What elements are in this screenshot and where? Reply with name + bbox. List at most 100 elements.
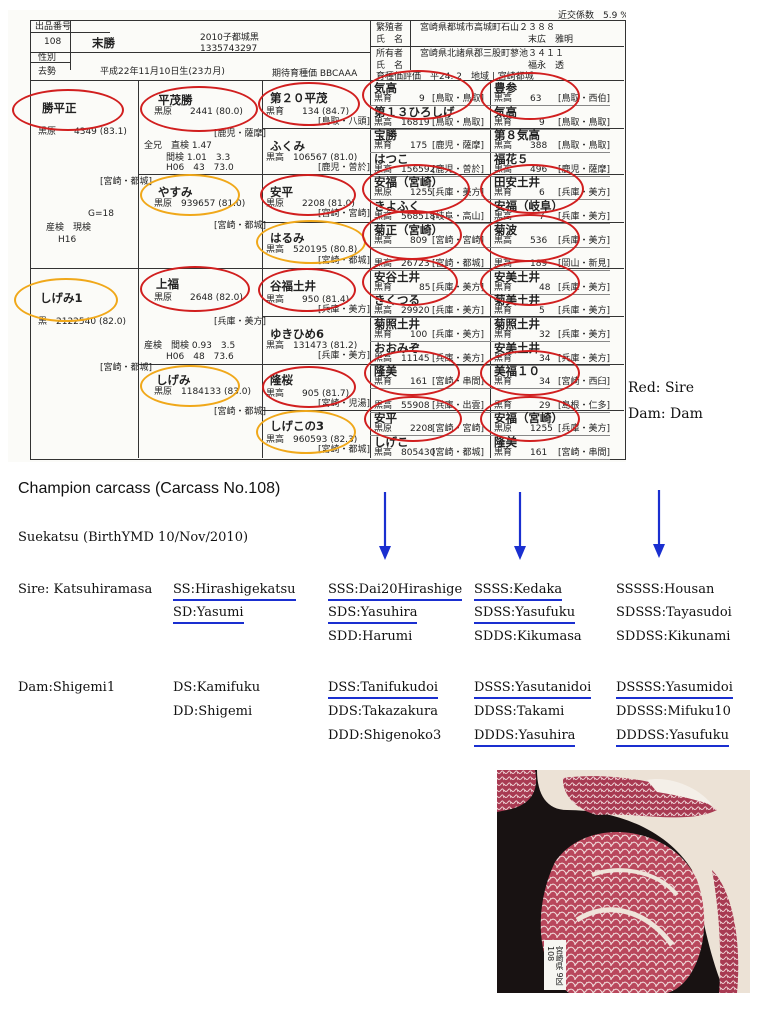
certificate-frame: [30, 20, 626, 460]
g4-ancestor-registration: 黒高 809: [374, 235, 428, 246]
g4-ancestor-name: 安平: [374, 411, 397, 426]
dds2-location: [宮崎・児湯]: [318, 399, 371, 409]
g5-ancestor-registration: 黒育 161: [494, 448, 548, 458]
animal-info: Suekatsu (BirthYMD 10/Nov/2010): [18, 530, 249, 545]
animal-name-jp: 末勝: [92, 36, 115, 50]
g4-ancestor-location: [兵庫・美方]: [432, 330, 485, 340]
g5-ancestor-location: [宮崎・西臼]: [558, 377, 611, 388]
g5-ancestor-location: [兵庫・美方]: [558, 330, 611, 340]
sire-label: Sire: Katsuhiramasa: [18, 582, 153, 597]
divider: [410, 20, 411, 70]
pedigree-ssss: SSSS:Kedaka: [474, 582, 563, 601]
g5-ancestor-registration: 黒育 32: [494, 330, 551, 340]
entry-no: 108: [44, 37, 62, 47]
g5-ancestor-registration: 黒育 9: [494, 117, 545, 128]
g5-ancestor-location: [兵庫・美方]: [558, 212, 611, 222]
sib-test1: 間検 1.01 3.3: [166, 153, 231, 163]
pedigree-ddds: DDDS:Yasuhira: [474, 728, 576, 747]
g5-ancestor-location: [鹿児・薩摩]: [558, 164, 611, 175]
divider: [490, 364, 610, 366]
g5-ancestor-name: 第８気高: [494, 128, 540, 143]
expected-breeding-value: 期待育種価 BBCAAA: [272, 69, 358, 79]
divider: [490, 341, 610, 342]
g4-ancestor-location: [鹿児・曽於]: [432, 164, 485, 175]
dd-location: [宮崎・都城]: [214, 407, 267, 417]
g4-ancestor-name: 気高: [374, 81, 397, 95]
sdd-registration: 黒高 520195 (80.8): [266, 245, 358, 255]
g4-ancestor-name: きよふく: [374, 199, 420, 213]
divider: [490, 435, 610, 437]
ds-registration: 黒原 2648 (82.0): [154, 293, 243, 303]
entry-no-label: 出品番号: [35, 22, 72, 32]
dam-name-jp: しげみ1: [40, 291, 83, 305]
g5-ancestor-name: [494, 247, 506, 259]
g4-ancestor-name: きくつる: [374, 293, 420, 308]
sd-registration: 黒原 939657 (81.0): [154, 199, 246, 209]
divider: [370, 341, 490, 342]
dam-registration: 黒 2122540 (82.0): [38, 317, 127, 327]
g5-ancestor-registration: 黒高 496: [494, 164, 548, 175]
pedigree-dddss: DDDSS:Yasufuku: [616, 728, 730, 747]
g4-ancestor-location: [兵庫・出雲]: [432, 400, 485, 411]
production-year: H16: [58, 235, 77, 245]
legend-red: Red: Sire: [628, 380, 695, 396]
g-value: G=18: [88, 209, 114, 219]
sire-name-jp: 勝平正: [42, 101, 77, 115]
divider: [370, 246, 490, 248]
owner-label: 所有者: [376, 49, 404, 59]
ddd-location: [宮崎・都城]: [318, 445, 371, 455]
g4-ancestor-registration: 黒高 26723: [374, 259, 430, 270]
sss-location: [鳥取・八頭]: [318, 117, 371, 127]
g4-ancestor-location: [兵庫・美方]: [432, 282, 485, 293]
divider: [370, 223, 490, 224]
divider: [138, 364, 624, 365]
g5-ancestor-registration: 黒高 388: [494, 141, 548, 152]
g4-ancestor-name: 菊正（宮崎）: [374, 222, 443, 237]
breeder-address: 宮崎県都城市高城町石山２３８８: [420, 23, 556, 33]
g4-ancestor-registration: 黒育 100: [374, 330, 428, 340]
divider: [490, 459, 610, 460]
pedigree-ss: SS:Hirashigekatsu: [173, 582, 296, 601]
g4-ancestor-name: 菊照土井: [374, 317, 420, 331]
divider: [490, 152, 610, 154]
g5-ancestor-registration: 黒高 189: [494, 259, 548, 270]
g4-ancestor-name: 隆美: [374, 364, 397, 379]
g4-ancestor-registration: 黒育 9: [374, 94, 425, 104]
arrow-down-icon: [653, 490, 665, 558]
registration-line1: 2010子都城黒: [200, 33, 259, 43]
divider: [370, 105, 490, 106]
pedigree-sdsss: SDSSS:Tayasudoi: [616, 605, 732, 620]
sire-registration: 黒原 4349 (83.1): [38, 127, 127, 137]
g4-ancestor-registration: 黒育 85: [374, 282, 431, 293]
dds-name-jp: ゆきひめ6: [270, 327, 325, 341]
divider: [370, 20, 371, 458]
g5-ancestor-location: [鳥取・鳥取]: [558, 117, 611, 128]
sib-test2: H06 43 73.0: [166, 163, 234, 173]
g4-ancestor-location: [宮崎・都城]: [432, 259, 485, 270]
kinship-label: 近交係数 5.9 %: [558, 11, 626, 21]
carcass-photo: 宮崎県 9区 108: [497, 770, 750, 993]
divider: [490, 293, 610, 295]
pedigree-sdds: SDDS:Kikumasa: [474, 629, 582, 644]
g5-ancestor-registration: 黒高 63: [494, 94, 542, 104]
g4-ancestor-registration: 黒原 1255: [374, 188, 433, 199]
g5-ancestor-location: [鳥取・西伯]: [558, 94, 611, 104]
g4-ancestor-location: [鳥取・鳥取]: [432, 94, 485, 104]
divider: [262, 128, 624, 129]
divider: [370, 411, 490, 413]
g4-ancestor-location: [鹿児・薩摩]: [432, 141, 485, 152]
sds-location: [鹿児・曽於]: [318, 163, 371, 173]
ds-name-jp: 上福: [156, 277, 179, 291]
divider: [370, 388, 490, 390]
pedigree-sssss: SSSSS:Housan: [616, 582, 715, 597]
ds-location: [兵庫・美方]: [214, 317, 267, 327]
g4-ancestor-registration: 黒育 161: [374, 377, 428, 388]
divider: [70, 20, 71, 70]
g5-ancestor-location: [兵庫・美方]: [558, 353, 611, 364]
g4-ancestor-name: 安谷土井: [374, 269, 420, 284]
divider: [30, 52, 370, 53]
dss-name-jp: 谷福土井: [270, 279, 316, 293]
divider: [370, 199, 490, 201]
g4-ancestor-registration: 黒高 55908: [374, 400, 430, 411]
owner-name: 福永 透: [528, 61, 565, 71]
